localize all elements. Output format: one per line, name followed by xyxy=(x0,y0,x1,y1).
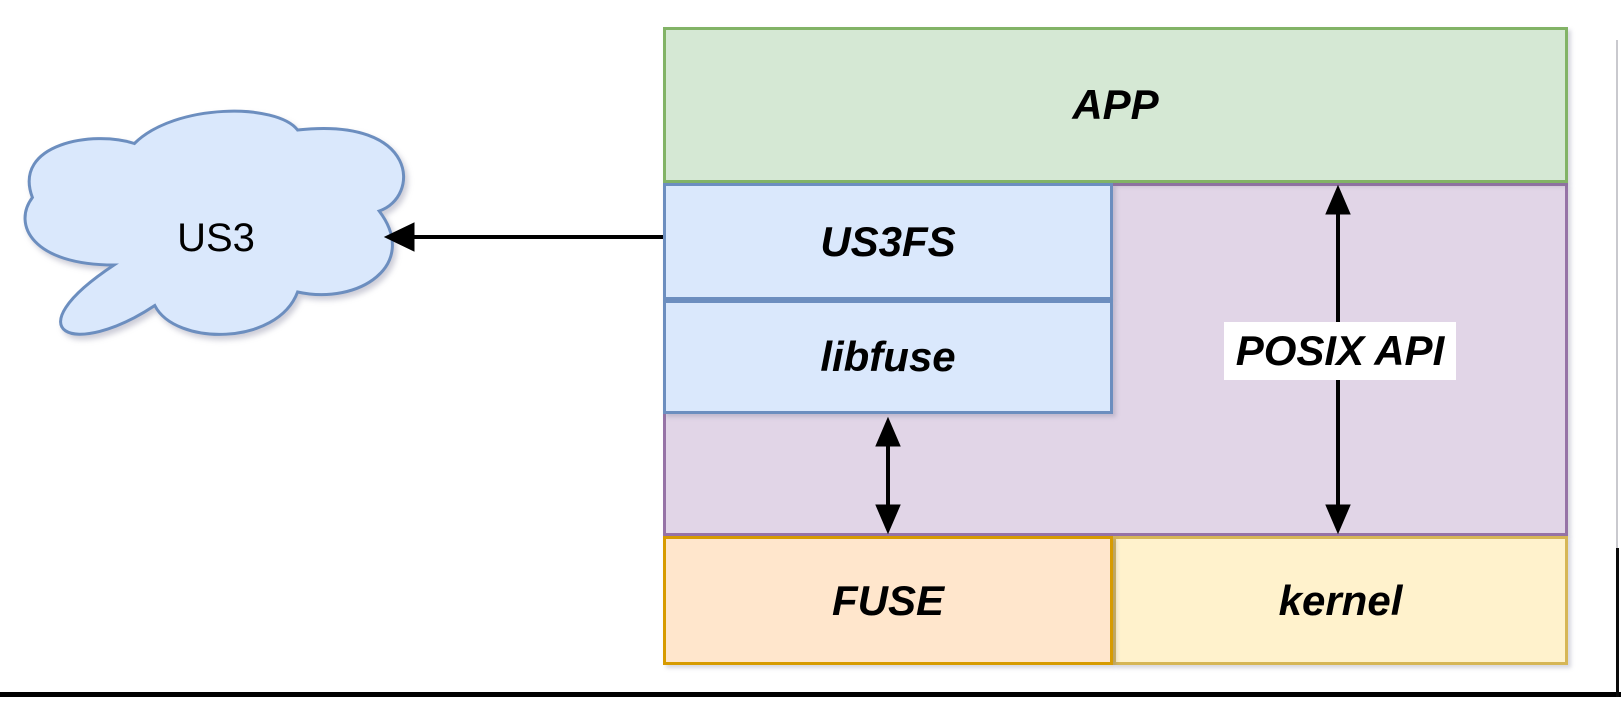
right-edge-shadow xyxy=(1616,40,1618,695)
kernel-layer-box: kernel xyxy=(1113,536,1568,665)
libfuse-layer-box: libfuse xyxy=(663,300,1113,414)
fuse-label: FUSE xyxy=(831,576,944,624)
right-edge-line xyxy=(1616,548,1619,697)
app-layer-box: APP xyxy=(663,27,1568,183)
cloud-shape-icon xyxy=(23,109,406,336)
posix-api-label: POSIX API xyxy=(1224,322,1456,380)
fuse-layer-box: FUSE xyxy=(663,536,1113,665)
us3-cloud: US3 xyxy=(12,103,420,373)
cloud-label: US3 xyxy=(177,215,255,260)
us3fs-label: US3FS xyxy=(820,217,956,265)
us3fs-layer-box: US3FS xyxy=(663,183,1113,300)
bottom-edge-line xyxy=(0,692,1621,697)
app-label: APP xyxy=(1072,81,1159,128)
us3fs-to-cloud-arrow xyxy=(383,222,663,252)
kernel-label: kernel xyxy=(1278,576,1403,624)
libfuse-label: libfuse xyxy=(820,333,956,380)
